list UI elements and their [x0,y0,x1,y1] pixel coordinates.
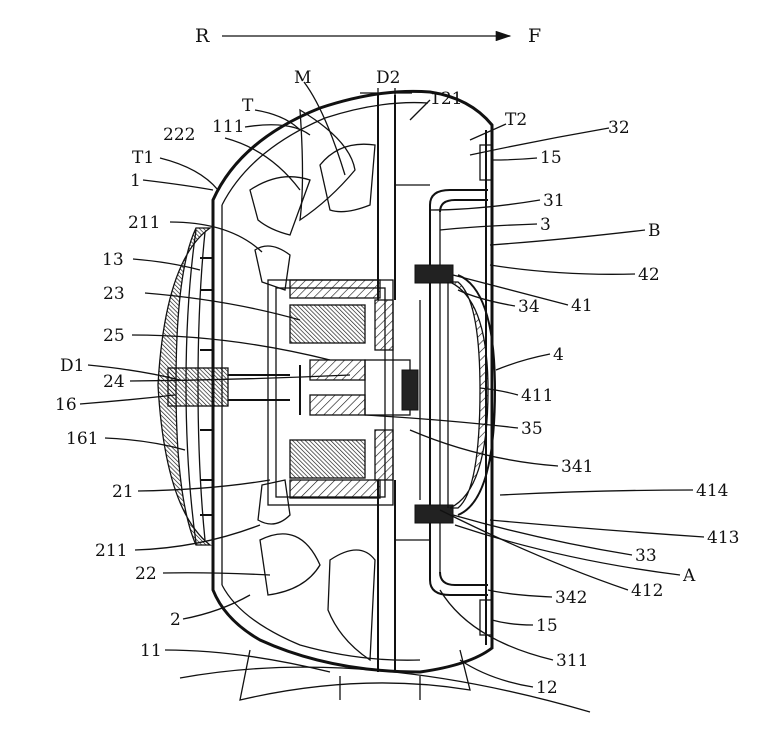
label-41: 41 [571,296,593,316]
label-2: 2 [170,610,181,630]
motor-assembly [268,280,418,505]
label-13: 13 [102,250,124,270]
label-B: B [648,221,661,241]
label-1: 1 [130,171,141,191]
label-4: 4 [553,345,564,365]
label-12: 12 [536,678,558,698]
label-T: T [242,96,254,116]
direction-label-rear: R [195,25,210,47]
label-16: 16 [55,395,77,415]
front-chamber [415,145,495,635]
label-22: 22 [135,564,157,584]
label-35: 35 [521,419,543,439]
center-hub [168,368,290,406]
label-311: 311 [556,651,588,671]
label-42: 42 [638,265,660,285]
label-121: 121 [430,89,462,109]
label-341: 341 [561,457,593,477]
label-D2: D2 [376,68,400,88]
label-T2: T2 [505,110,527,130]
label-413: 413 [707,528,739,548]
label-32: 32 [608,118,630,138]
label-34: 34 [518,297,540,317]
label-11: 11 [140,641,162,661]
label-412: 412 [631,581,663,601]
label-411: 411 [521,386,553,406]
label-111: 111 [212,117,244,137]
label-24: 24 [103,372,125,392]
label-222: 222 [163,125,195,145]
label-23: 23 [103,284,125,304]
label-A: A [682,566,696,586]
label-31: 31 [543,191,565,211]
label-3: 3 [540,215,551,235]
label-25: 25 [103,326,125,346]
label-342: 342 [555,588,587,608]
label-21: 21 [112,482,134,502]
impeller-blades [250,110,375,660]
label-211-top: 211 [128,213,160,233]
label-33: 33 [635,546,657,566]
label-414: 414 [696,481,728,501]
label-15-bottom: 15 [536,616,558,636]
label-T1: T1 [132,148,154,168]
label-D1: D1 [60,356,84,376]
direction-label-front: F [528,25,541,47]
label-211-bottom: 211 [95,541,127,561]
label-161: 161 [66,429,98,449]
label-15-top: 15 [540,148,562,168]
label-M: M [294,68,311,88]
